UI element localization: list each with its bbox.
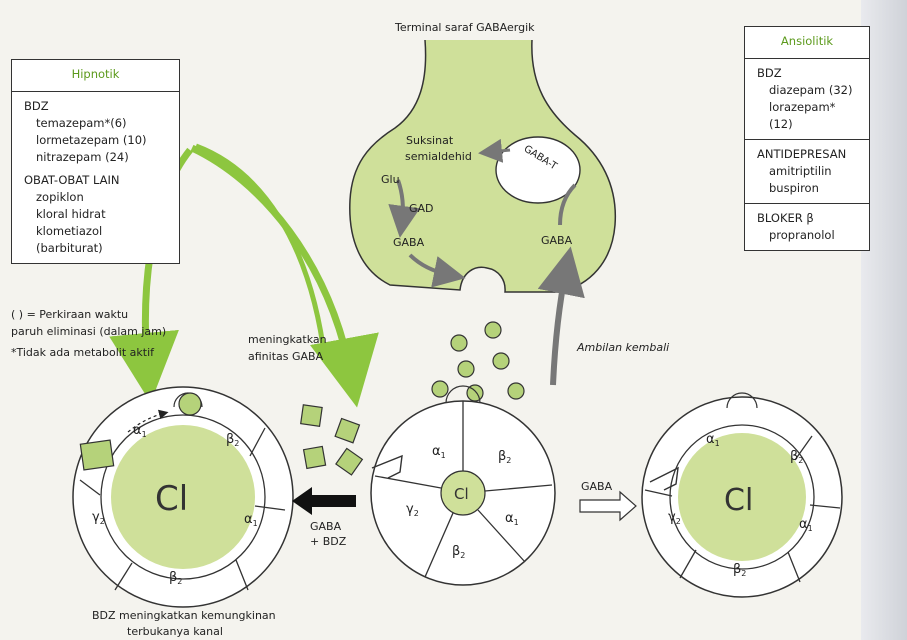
hipnotik-box: Hipnotik BDZ temazepam*(6) lormetazepam … (11, 59, 180, 264)
caption-line1: BDZ meningkatkan kemungkinan (92, 609, 276, 622)
svg-text:α1: α1 (505, 511, 519, 527)
hipnotik-other-item: zopiklon (36, 190, 84, 204)
gaba-molecules (431, 321, 525, 402)
svg-text:β2: β2 (733, 562, 746, 578)
svg-text:α1: α1 (432, 444, 446, 460)
svg-text:β2: β2 (790, 449, 803, 465)
beta-blocker-label: BLOKER β (757, 211, 814, 225)
hipnotik-other-item: kloral hidrat (36, 207, 106, 221)
gad-label: GAD (409, 202, 434, 215)
subunit-alpha: α (133, 423, 142, 438)
gaba-right-label: GABA (541, 234, 573, 247)
cl-left: Cl (155, 479, 188, 519)
channel-right (641, 392, 843, 598)
affinity-line1: meningkatkan (248, 333, 327, 346)
ansiolitik-bdz-label: BDZ (757, 66, 782, 80)
semialdehid-label: semialdehid (405, 150, 472, 163)
hipnotik-bdz-label: BDZ (24, 99, 49, 113)
svg-text:γ2: γ2 (668, 510, 681, 526)
hipnotik-header: Hipnotik (12, 60, 179, 92)
gaba-left-label: GABA (393, 236, 425, 249)
svg-text:α1: α1 (244, 512, 258, 528)
hipnotik-bdz-item: nitrazepam (24) (36, 150, 129, 164)
ansiolitik-header: Ansiolitik (745, 27, 869, 59)
arrow-left (292, 487, 356, 515)
svg-text:α1: α1 (799, 517, 813, 533)
terminal-title: Terminal saraf GABAergik (394, 21, 535, 34)
arrow-right-label: GABA (581, 480, 613, 493)
cl-right: Cl (724, 483, 753, 518)
arrow-left-line1: GABA (310, 520, 342, 533)
svg-text:γ2: γ2 (406, 502, 419, 518)
channel-left (72, 386, 294, 608)
antidepresan-label: ANTIDEPRESAN (757, 147, 847, 161)
hipnotik-other-label: OBAT-OBAT LAIN (24, 173, 120, 187)
svg-text:β2: β2 (226, 432, 239, 448)
reuptake-label: Ambilan kembali (576, 341, 669, 354)
svg-text:α1: α1 (706, 432, 720, 448)
caption-line2: terbukanya kanal (127, 625, 223, 638)
cl-middle: Cl (454, 485, 469, 503)
svg-text:β2: β2 (169, 570, 182, 586)
hipnotik-bdz-item: temazepam*(6) (36, 116, 127, 130)
hipnotik-other-item: klometiazol (barbiturat) (36, 224, 103, 255)
ansiolitik-bdz-item: lorazepam*(12) (769, 100, 836, 131)
gaba-t-vesicle (495, 136, 581, 204)
hipnotik-bdz-item: lormetazepam (10) (36, 133, 147, 147)
bdz-molecules (300, 404, 364, 476)
ansiolitik-box: Ansiolitik BDZ diazepam (32) lorazepam*(… (744, 26, 870, 251)
beta-blocker-item: propranolol (769, 228, 835, 242)
ansiolitik-bdz-item: diazepam (32) (769, 83, 853, 97)
glu-label: Glu (381, 173, 400, 186)
legend-note-1: ( ) = Perkiraan waktu (11, 308, 129, 321)
svg-text:γ2: γ2 (92, 510, 105, 526)
suksinat-label: Suksinat (406, 134, 454, 147)
arrow-right (579, 490, 637, 522)
antidepresan-item: buspiron (769, 181, 819, 195)
svg-text:β2: β2 (452, 544, 465, 560)
legend-note-2: paruh eliminasi (dalam jam) (11, 325, 167, 338)
ansiolitik-arrow (195, 143, 328, 361)
channel-middle (370, 385, 556, 586)
svg-text:α1: α1 (133, 423, 147, 439)
svg-text:β2: β2 (498, 449, 511, 465)
arrow-left-line2: + BDZ (310, 535, 347, 548)
legend-note-3: *Tidak ada metabolit aktif (11, 346, 155, 359)
affinity-line2: afinitas GABA (248, 350, 324, 363)
antidepresan-item: amitriptilin (769, 164, 832, 178)
